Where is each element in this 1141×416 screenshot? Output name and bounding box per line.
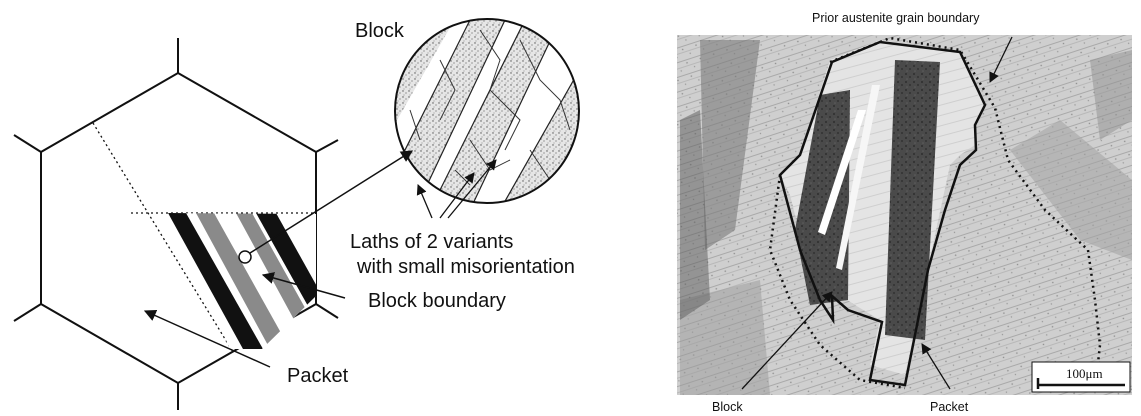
- micro-block-label: Block: [712, 400, 743, 414]
- scale-bar-label: 100μm: [1066, 366, 1103, 381]
- lath-location-marker: [239, 251, 251, 263]
- laths-label: Laths of 2 variants: [350, 231, 513, 253]
- block-stripes: [168, 213, 352, 349]
- block-label: Block: [355, 20, 405, 42]
- magnified-lath-view: [380, 10, 600, 215]
- grain-schematic: Block Laths of 2 variants with small mis…: [14, 10, 600, 410]
- block-boundary-label: Block boundary: [368, 290, 506, 312]
- boundary-stub-top-left: [14, 135, 41, 152]
- boundary-stub-top-right: [316, 140, 338, 152]
- micro-packet-label: Packet: [930, 400, 969, 414]
- micrograph: 100μm Prior austenite grain boundary Blo…: [677, 11, 1132, 414]
- packet-label: Packet: [287, 365, 349, 387]
- laths-arrow: [418, 185, 432, 218]
- boundary-stub-bottom-right: [316, 304, 338, 318]
- misorientation-label: with small misorientation: [356, 256, 575, 278]
- prior-austenite-label: Prior austenite grain boundary: [812, 11, 980, 25]
- boundary-stub-bottom-left: [14, 304, 41, 321]
